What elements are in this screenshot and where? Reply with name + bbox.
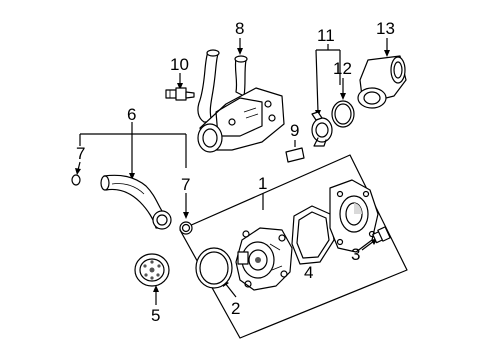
thermostat-seal	[331, 100, 355, 128]
water-pump-pulley	[134, 253, 170, 287]
temperature-sensor-bolt	[165, 87, 195, 101]
o-ring-left	[71, 174, 81, 186]
callout-9: 9	[290, 121, 300, 140]
water-outlet	[357, 55, 407, 109]
callout-12: 12	[333, 59, 352, 78]
thermostat-housing	[197, 49, 285, 153]
water-pump-gasket	[195, 247, 233, 289]
callout-8: 8	[235, 19, 245, 38]
callout-7-right: 7	[181, 175, 191, 194]
callout-1: 1	[258, 174, 268, 193]
thermostat	[311, 111, 333, 147]
callout-11: 11	[317, 26, 335, 45]
callout-7-left: 7	[76, 144, 86, 163]
o-ring-right	[179, 221, 193, 235]
callout-3: 3	[351, 245, 361, 264]
water-pump	[235, 227, 293, 291]
callout-6: 6	[127, 105, 137, 124]
pump-housing-gasket	[291, 205, 335, 265]
pump-housing	[329, 179, 379, 253]
callout-5: 5	[151, 306, 161, 325]
callout-4: 4	[304, 263, 314, 282]
callout-2: 2	[231, 299, 241, 318]
coolant-pipe	[100, 174, 172, 230]
water-pump-group-box	[179, 154, 408, 339]
callout-10: 10	[170, 55, 189, 74]
gasket-piece	[285, 147, 305, 163]
leader-lines	[75, 38, 390, 305]
bleed-plug	[372, 226, 391, 244]
callout-13: 13	[376, 19, 395, 38]
